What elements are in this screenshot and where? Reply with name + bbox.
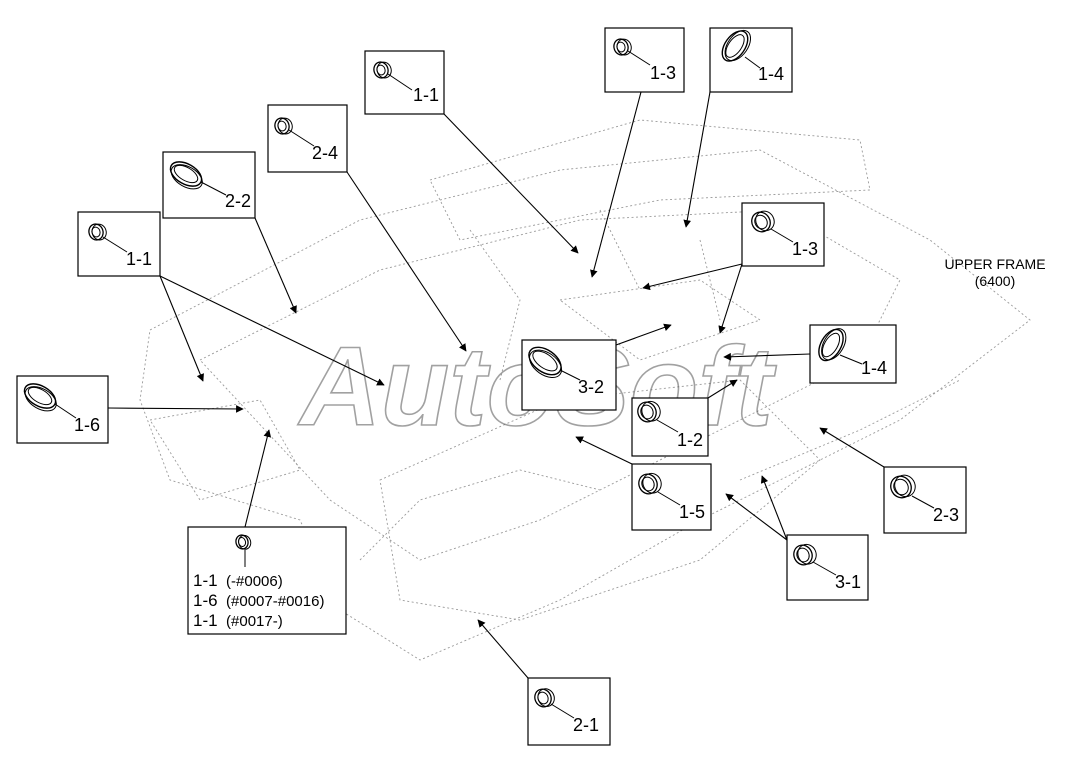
serial-code: 1-1 [193, 571, 218, 590]
callout-label: 2-4 [312, 143, 338, 163]
oval-grommet-icon [528, 346, 563, 378]
round-grommet-icon [793, 543, 817, 566]
serial-range: (#0007-#0016) [226, 593, 324, 610]
callout-label: 1-1 [413, 85, 439, 105]
round-grommet-icon [638, 472, 662, 495]
round-grommet-icon [613, 38, 632, 56]
serial-line-1: 1-1 (-#0006) [193, 571, 283, 590]
callout-2-2[interactable]: 2-2 [162, 151, 256, 219]
callout-1-1-top[interactable]: 1-1 [364, 50, 445, 115]
callout-label: 2-1 [573, 715, 599, 735]
round-grommet-icon [274, 117, 293, 135]
serial-line-2: 1-6 (#0007-#0016) [193, 591, 324, 610]
callout-1-2[interactable]: 1-2 [631, 397, 709, 457]
frame-label-line1: UPPER FRAME [944, 256, 1045, 272]
callout-3-2[interactable]: 3-2 [521, 339, 617, 411]
callout-serial-ranges[interactable]: 1-1 (-#0006) 1-6 (#0007-#0016) 1-1 (#001… [187, 526, 347, 635]
serial-range: (-#0006) [226, 573, 283, 590]
callout-1-3-right[interactable]: 1-3 [741, 202, 825, 267]
round-grommet-icon [890, 474, 916, 499]
callout-2-4[interactable]: 2-4 [267, 104, 348, 173]
callout-label: 2-2 [225, 191, 251, 211]
round-grommet-icon [637, 400, 661, 423]
callout-2-3[interactable]: 2-3 [883, 466, 967, 534]
round-grommet-icon [88, 223, 107, 241]
callout-label: 1-5 [679, 502, 705, 522]
callout-label: 1-1 [126, 249, 152, 269]
callout-3-1[interactable]: 3-1 [786, 534, 869, 601]
callout-label: 1-4 [861, 358, 887, 378]
leader-lines [107, 91, 885, 679]
callout-label: 1-3 [650, 63, 676, 83]
oval-grommet-icon [721, 29, 752, 62]
callout-2-1[interactable]: 2-1 [527, 677, 611, 746]
callout-1-4-top[interactable]: 1-4 [709, 25, 793, 93]
round-grommet-icon [534, 688, 555, 708]
serial-range: (#0017-) [226, 613, 283, 630]
serial-code: 1-1 [193, 611, 218, 630]
round-grommet-icon [751, 210, 775, 233]
callout-1-4-right[interactable]: 1-4 [809, 324, 897, 384]
callout-1-5[interactable]: 1-5 [631, 463, 712, 531]
callout-label: 1-2 [677, 430, 703, 450]
callout-1-6[interactable]: 1-6 [16, 375, 109, 444]
callout-label: 3-2 [578, 377, 604, 397]
callout-label: 2-3 [933, 505, 959, 525]
callout-label: 1-6 [74, 415, 100, 435]
callout-label: 1-3 [792, 239, 818, 259]
serial-line-3: 1-1 (#0017-) [193, 611, 283, 630]
serial-code: 1-6 [193, 591, 218, 610]
callout-1-1-left[interactable]: 1-1 [77, 211, 161, 277]
oval-grommet-icon [169, 161, 203, 190]
round-grommet-icon [373, 61, 392, 79]
frame-label-line2: (6400) [975, 273, 1015, 289]
round-grommet-icon [235, 534, 252, 550]
callout-label: 1-4 [758, 64, 784, 84]
oval-grommet-icon [23, 383, 57, 412]
callout-label: 3-1 [835, 572, 861, 592]
callout-1-3-top[interactable]: 1-3 [604, 27, 685, 93]
oval-grommet-icon [818, 328, 847, 362]
